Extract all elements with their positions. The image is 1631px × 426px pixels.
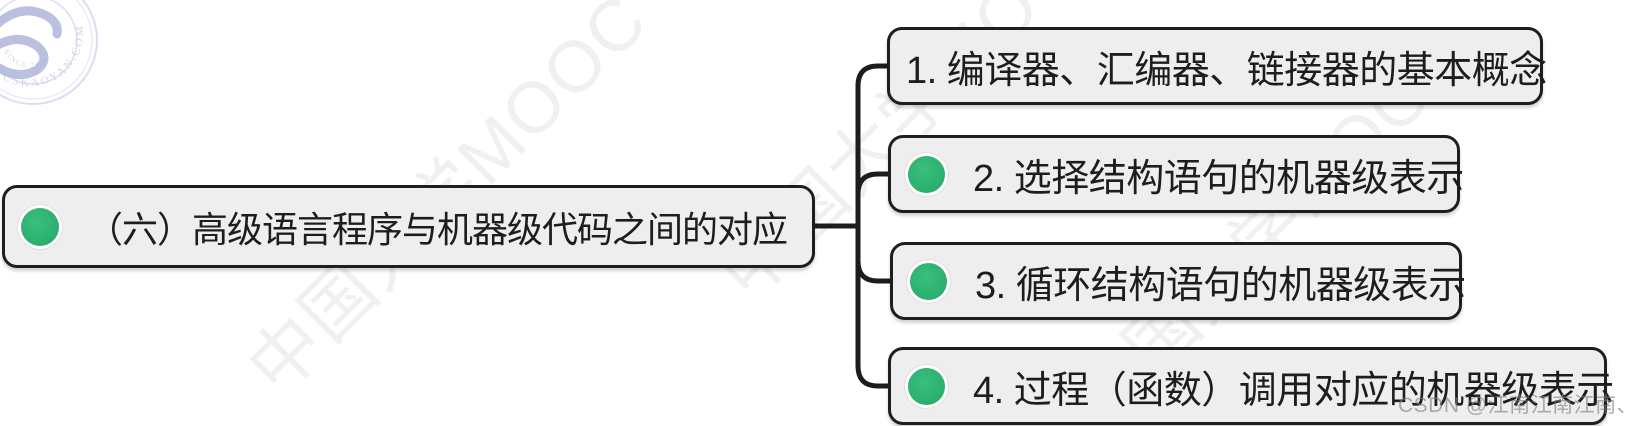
connector-child-3 [855, 223, 893, 284]
child-node-label: 1. 编译器、汇编器、链接器的基本概念 [906, 49, 1547, 92]
task-progress-marker-icon[interactable] [21, 207, 59, 246]
child-node-label: 3. 循环结构语句的机器级表示 [975, 264, 1466, 307]
connector-child-2 [855, 171, 891, 229]
root-node-label: （六）高级语言程序与机器级代码之间的对应 [87, 208, 788, 250]
child-node-3[interactable]: 3. 循环结构语句的机器级表示 [890, 242, 1466, 320]
task-progress-marker-icon[interactable] [908, 367, 945, 405]
task-progress-marker-icon[interactable] [910, 262, 947, 300]
root-node[interactable]: （六）高级语言程序与机器级代码之间的对应 [2, 185, 815, 268]
child-node-4[interactable]: 4. 过程（函数）调用对应的机器级表示 [888, 347, 1614, 425]
cskaoyan-seal-logo: WW.CSKAOYAN.COM ·SINCE 2006· [0, 0, 98, 105]
child-node-label: 2. 选择结构语句的机器级表示 [973, 157, 1464, 200]
child-node-label: 4. 过程（函数）调用对应的机器级表示 [973, 369, 1614, 412]
task-progress-marker-icon[interactable] [908, 155, 945, 193]
connector-child-1 [855, 63, 890, 229]
child-node-2[interactable]: 2. 选择结构语句的机器级表示 [888, 135, 1464, 213]
child-node-1[interactable]: 1. 编译器、汇编器、链接器的基本概念 [887, 27, 1547, 105]
csdn-watermark: CSDN @江南江南江南、 [1398, 394, 1631, 417]
connector-child-4 [855, 223, 891, 389]
logo-glyph-icon [0, 6, 62, 79]
